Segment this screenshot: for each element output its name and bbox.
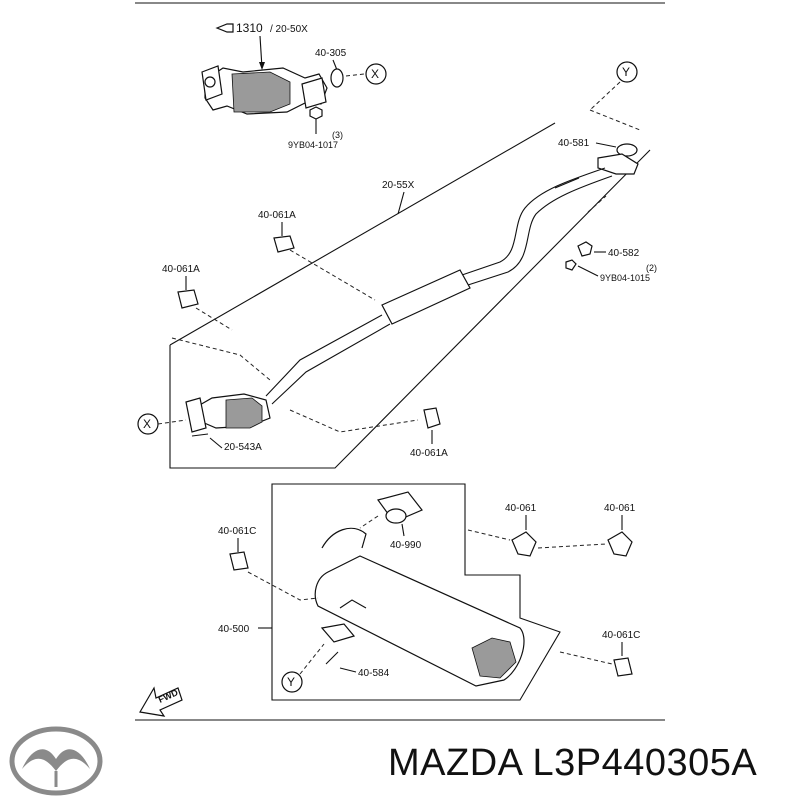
pipe-front-upper-b — [467, 175, 613, 286]
y-marker-top — [616, 61, 638, 83]
front-converter-shield — [225, 397, 263, 429]
label-muffler: 40-500 — [218, 624, 250, 635]
label-spring: 40-582 — [608, 248, 640, 259]
muffler-inlet-pipe — [321, 527, 367, 549]
label-hanger-c1: 40-061C — [218, 526, 256, 537]
label-stud-rear: 40-584 — [358, 668, 390, 679]
y-marker-bottom — [281, 671, 303, 693]
dash-x-left — [157, 419, 187, 425]
hanger-a2 — [177, 289, 199, 309]
pipe-front-upper-a — [461, 167, 606, 276]
muffler-body — [314, 555, 525, 687]
leader-gasket-top — [332, 59, 338, 71]
pipe-front-lower-b — [271, 323, 391, 405]
leader-gasket-right — [595, 142, 617, 148]
hanger-c2 — [613, 657, 633, 677]
tail-tip-end — [385, 508, 407, 524]
resonator — [381, 269, 471, 325]
label-tail-tip: 40-990 — [390, 540, 422, 551]
leader-stud-front — [209, 437, 223, 449]
label-pipe-front: 20-55X — [382, 180, 415, 191]
muffler-frame — [271, 483, 561, 701]
label-nut-right-qty: (2) — [646, 263, 657, 273]
muffler-shield — [471, 637, 517, 679]
x-marker-top — [365, 63, 387, 85]
hanger-c1 — [229, 551, 249, 571]
dash-hanger-2 — [537, 543, 607, 549]
pipe-front-lower-a — [265, 314, 383, 397]
leader-stud-rear — [339, 667, 357, 673]
label-hanger-a2: 40-061A — [162, 264, 200, 275]
y-marker-bottom-text: Y — [287, 675, 295, 689]
leader-pipe-front — [397, 191, 405, 215]
muffler-group: 40-990 40-061 40-061 40-061C 40-061C 40-… — [218, 483, 640, 701]
label-nut-right: 9YB04-1015 — [600, 273, 650, 283]
front-converter-flange — [185, 397, 207, 433]
muffler-bracket — [339, 599, 367, 609]
label-gasket-right: 40-581 — [558, 138, 590, 149]
y-marker-top-text: Y — [622, 65, 630, 79]
label-cat-ref: 1310 — [236, 21, 263, 35]
dash-y-top-2 — [589, 109, 641, 131]
label-hanger-a1: 40-061A — [258, 210, 296, 221]
arrow-cat — [259, 62, 265, 70]
dash-y-bottom — [299, 643, 325, 675]
leader-tail-tip — [401, 523, 405, 537]
spring — [577, 241, 593, 257]
dash-y-top — [589, 81, 621, 111]
nut-top — [309, 106, 323, 120]
part-number-text: MAZDA L3P440305A — [388, 742, 758, 784]
front-pipe-frame-bottom — [169, 149, 651, 469]
dash-hanger-a1 — [289, 249, 376, 301]
label-hanger-2: 40-061 — [604, 503, 636, 514]
stud-rear — [325, 651, 339, 665]
nut-right — [565, 259, 577, 271]
converter-heat-shield — [231, 71, 291, 113]
label-hanger-c2: 40-061C — [602, 630, 640, 641]
label-nut-top: 9YB04-1017 — [288, 140, 338, 150]
hanger-a3 — [423, 407, 441, 429]
mazda-logo-icon — [9, 726, 103, 796]
dash-tail-tip — [359, 515, 379, 529]
hanger-1 — [511, 531, 537, 557]
fwd-arrow-icon: FWD — [139, 686, 183, 717]
front-pipe-frame-top — [169, 122, 556, 346]
dash-hanger-c1 — [247, 571, 319, 601]
dash-hanger-a2 — [195, 307, 233, 331]
label-gasket-top: 40-305 — [315, 48, 347, 59]
stud-front — [191, 433, 209, 437]
label-cat-part: / 20-50X — [270, 24, 308, 35]
pipe-front-flange — [597, 153, 639, 175]
label-hanger-1: 40-061 — [505, 503, 537, 514]
dash-hanger-1 — [467, 529, 511, 541]
converter-inlet-hole — [204, 76, 216, 88]
dash-hanger-a3 — [289, 409, 419, 433]
muffler-flange — [320, 623, 356, 643]
dash-front-hanger — [171, 337, 271, 381]
label-nut-top-qty: (3) — [332, 130, 343, 140]
leader-nut-right — [577, 265, 599, 277]
catalytic-converter-group: 1310 / 20-50X 40-305 X (3) 9YB04-1017 — [201, 21, 387, 150]
x-marker-left-text: X — [143, 417, 151, 431]
front-pipe-group: Y 20-55X 40-581 40-061A 40-061A — [137, 61, 657, 469]
pointer-hand-icon — [215, 23, 234, 33]
x-marker-top-text: X — [371, 67, 379, 81]
hanger-a1 — [273, 235, 295, 253]
dash-gasket-x — [345, 73, 365, 77]
gasket-right — [616, 143, 638, 157]
dash-hanger-c2 — [559, 651, 613, 665]
label-stud-front: 20-543A — [224, 442, 262, 453]
hanger-2 — [607, 531, 633, 557]
converter-outlet-flange — [301, 77, 327, 109]
gasket-top — [330, 68, 344, 88]
label-hanger-a3: 40-061A — [410, 448, 448, 459]
pipe-weld-mark — [554, 177, 580, 189]
